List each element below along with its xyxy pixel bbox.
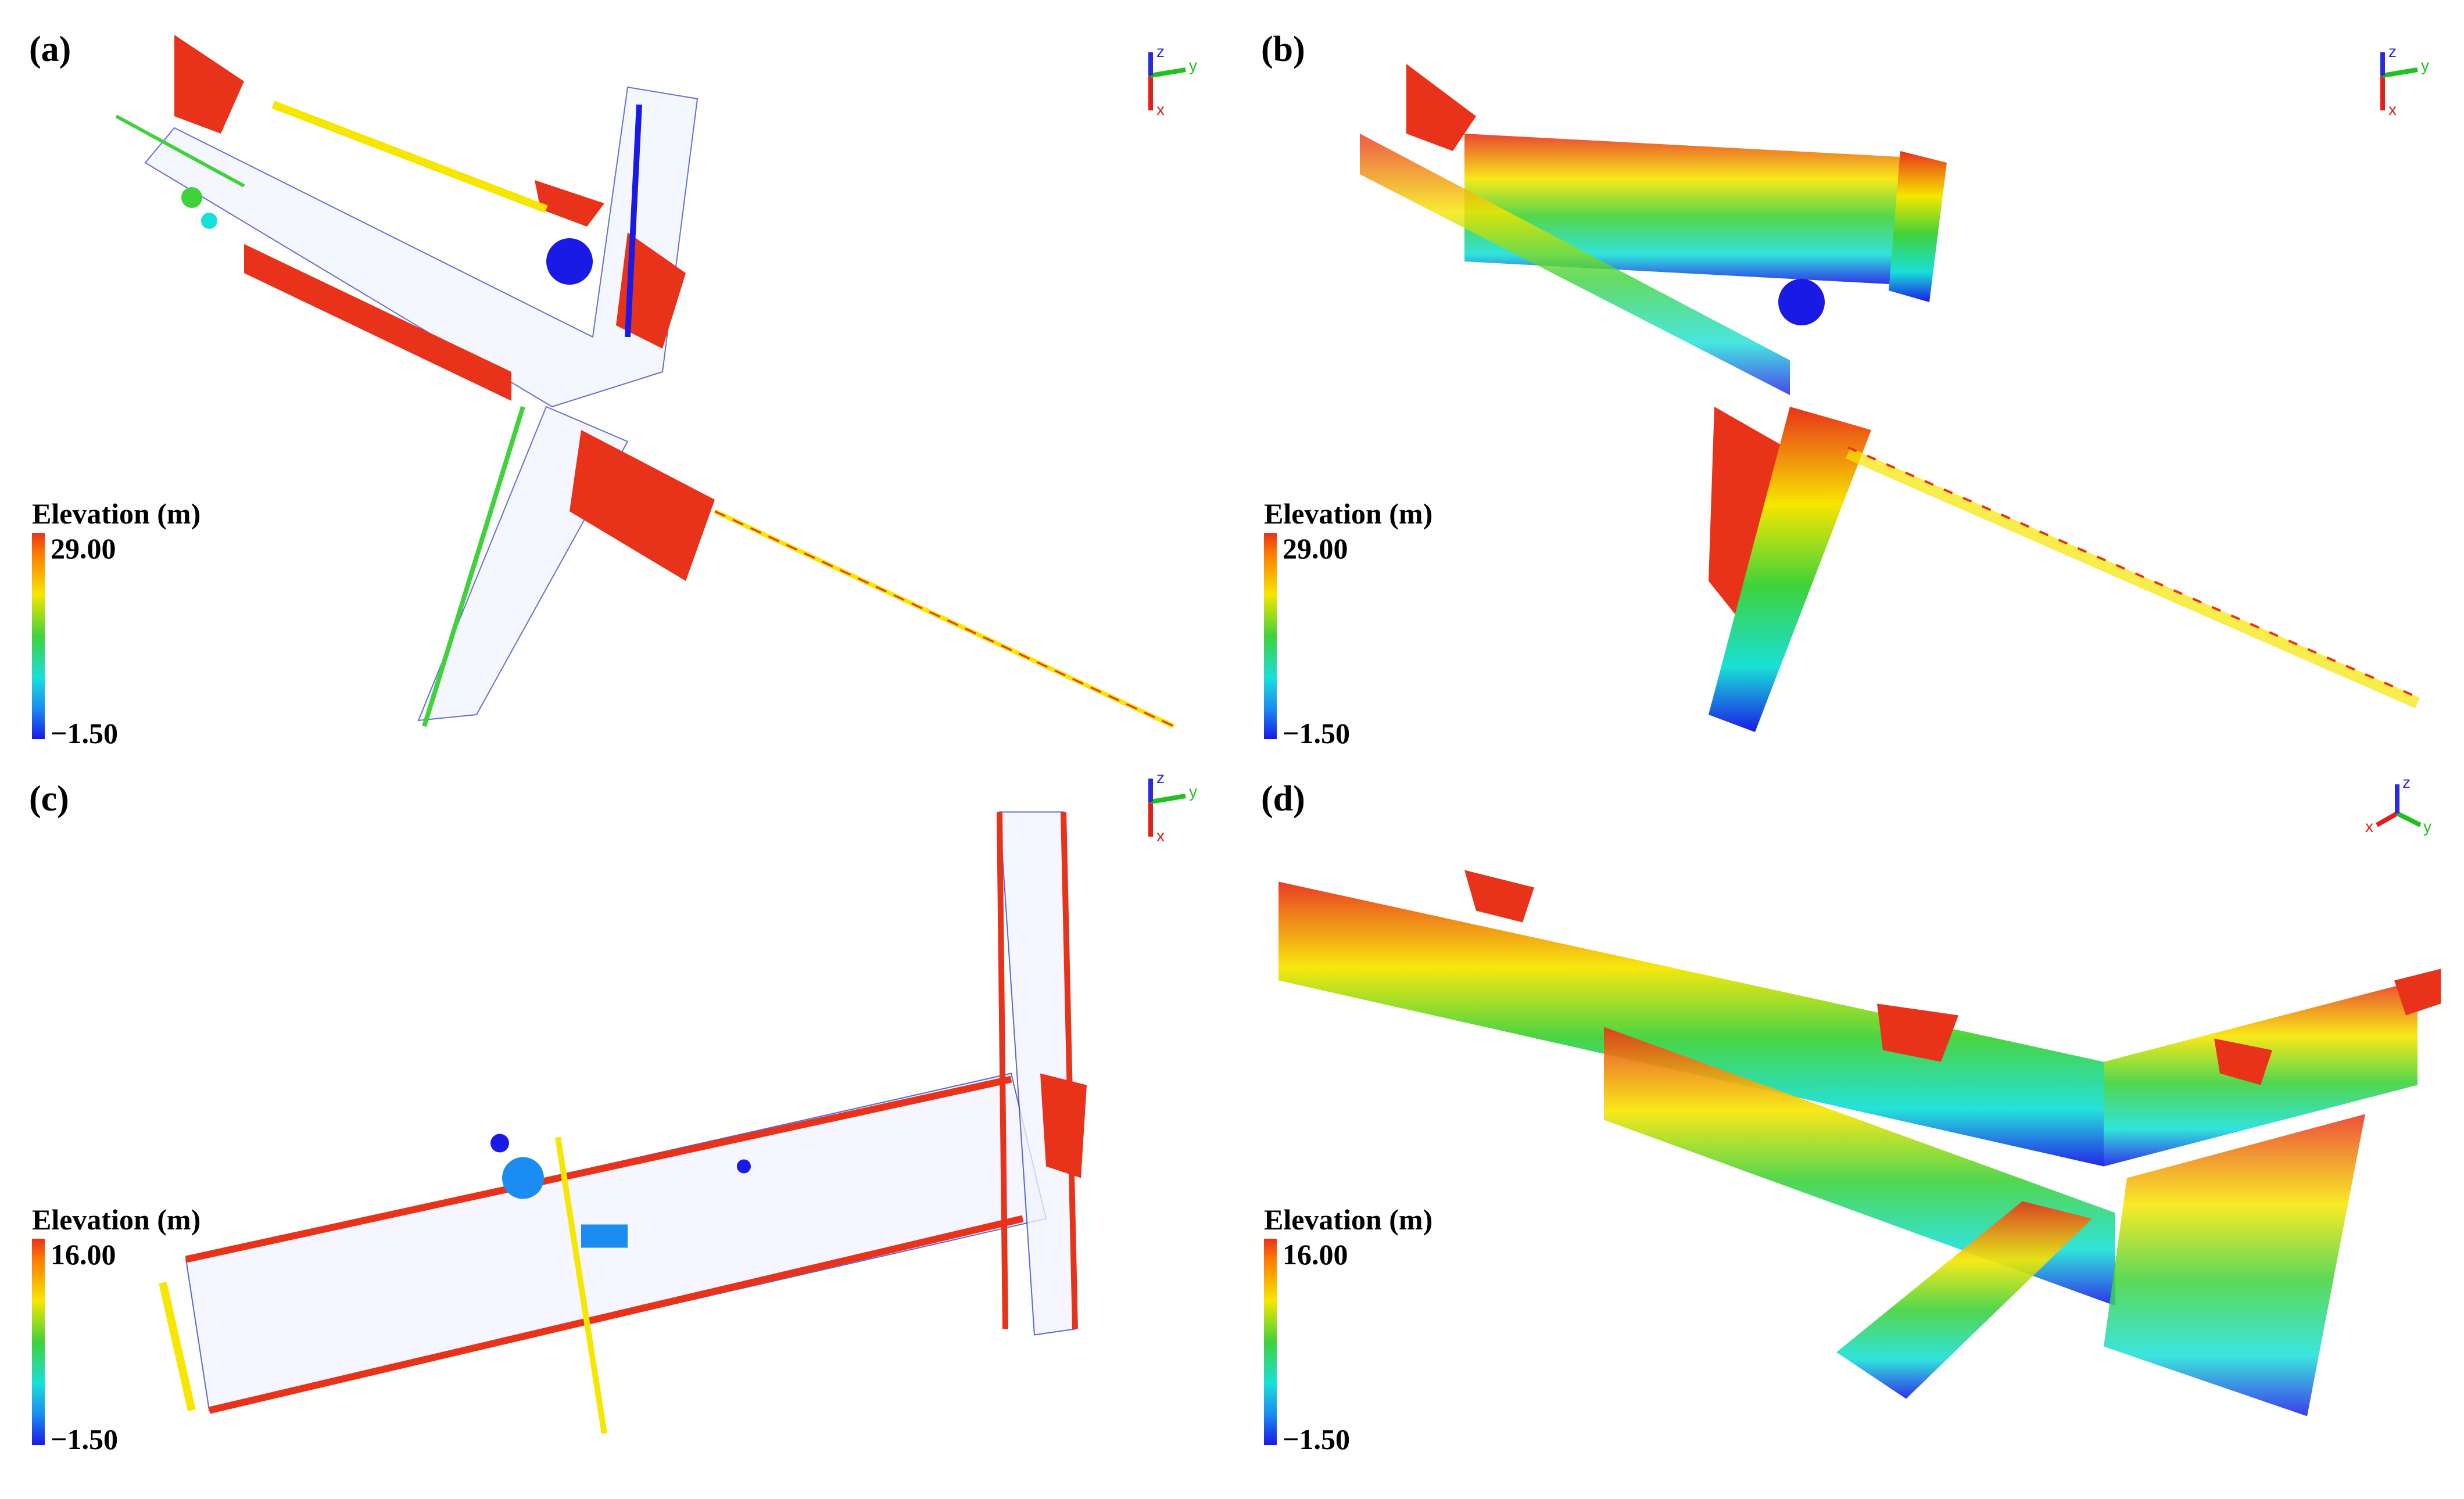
point-cloud-a [115,35,1175,729]
legend-title: Elevation (m) [1264,1203,1433,1236]
legend-max: 29.00 [51,532,116,565]
panel-label: (c) [29,779,69,819]
legend-max: 16.00 [1283,1238,1348,1271]
colorbar [1264,1239,1277,1445]
legend-max: 16.00 [51,1238,116,1271]
colorbar [1264,533,1277,739]
axis-x-label: x [2388,101,2397,116]
point-cloud-b [1360,64,2420,732]
legend-min: −1.50 [1283,1423,1350,1455]
axes-triad-icon: x y z [1133,767,1209,845]
axis-z-label: z [1156,42,1165,60]
panel-b: (b) Elevation (m) 29.00 −1.50 x y z [1232,0,2464,750]
axis-y-label: y [2423,817,2431,835]
elevation-legend: Elevation (m) 16.00 −1.50 [32,1203,264,1455]
axis-x-label: x [1156,827,1165,842]
axes-triad-icon: x y z [2365,41,2441,119]
elevation-legend: Elevation (m) 29.00 −1.50 [32,497,264,750]
axis-y-label: y [2421,56,2429,74]
axis-x-label: x [1156,101,1165,116]
panel-label: (d) [1261,779,1305,819]
axis-y-label: y [1189,783,1197,801]
axes-triad-icon: x y z [2365,767,2441,842]
axis-z-label: z [2402,773,2411,791]
legend-title: Elevation (m) [1264,497,1433,530]
legend-max: 29.00 [1283,532,1348,565]
panel-label: (b) [1261,30,1305,69]
colorbar [32,1239,45,1445]
legend-min: −1.50 [1283,717,1350,750]
panel-a: (a) Elevation (m) 29.00 −1.50 x y z [0,0,1232,750]
elevation-legend: Elevation (m) 16.00 −1.50 [1264,1203,1496,1455]
axis-y-label: y [1189,56,1197,74]
panel-label: (a) [29,30,71,69]
elevation-legend: Elevation (m) 29.00 −1.50 [1264,497,1496,750]
point-cloud-d [1278,870,2441,1416]
legend-min: −1.50 [51,717,118,750]
panel-c: (c) Elevation (m) 16.00 −1.50 x y z [0,750,1232,1479]
panel-d: (d) Elevation (m) 16.00 −1.50 x y z [1232,750,2464,1479]
axis-x-label: x [2365,817,2373,835]
legend-title: Elevation (m) [32,1203,201,1236]
colorbar [32,533,45,739]
legend-min: −1.50 [51,1423,118,1455]
axis-z-label: z [2388,42,2397,60]
axis-z-label: z [1156,769,1165,787]
legend-title: Elevation (m) [32,497,201,530]
point-cloud-c [159,811,1087,1435]
axes-triad-icon: x y z [1133,41,1209,119]
